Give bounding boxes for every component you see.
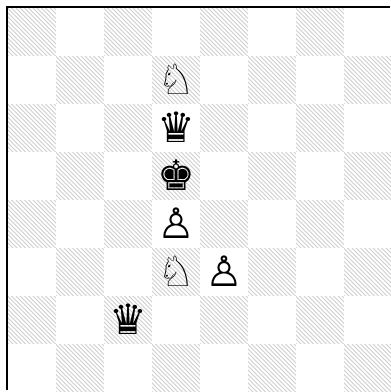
white-pawn-piece[interactable]: ♙ [200, 248, 248, 296]
square-c7[interactable] [104, 56, 152, 104]
square-a4[interactable] [8, 200, 56, 248]
square-b5[interactable] [56, 152, 104, 200]
black-queen-piece[interactable]: ♛ [152, 104, 200, 152]
square-c4[interactable] [104, 200, 152, 248]
black-king-piece[interactable]: ♚ [152, 152, 200, 200]
square-d6[interactable]: ♛ [152, 104, 200, 152]
square-f8[interactable] [248, 8, 296, 56]
square-c8[interactable] [104, 8, 152, 56]
square-f6[interactable] [248, 104, 296, 152]
square-g1[interactable] [296, 344, 344, 392]
square-b2[interactable] [56, 296, 104, 344]
square-g3[interactable] [296, 248, 344, 296]
square-g6[interactable] [296, 104, 344, 152]
square-d3[interactable]: ♘ [152, 248, 200, 296]
square-b4[interactable] [56, 200, 104, 248]
square-f5[interactable] [248, 152, 296, 200]
square-d4[interactable]: ♙ [152, 200, 200, 248]
square-d8[interactable] [152, 8, 200, 56]
square-e3[interactable]: ♙ [200, 248, 248, 296]
white-pawn-piece[interactable]: ♙ [152, 200, 200, 248]
square-g5[interactable] [296, 152, 344, 200]
square-c6[interactable] [104, 104, 152, 152]
square-a1[interactable] [8, 344, 56, 392]
square-c5[interactable] [104, 152, 152, 200]
square-a8[interactable] [8, 8, 56, 56]
square-c2[interactable]: ♛ [104, 296, 152, 344]
square-h3[interactable] [344, 248, 391, 296]
square-h6[interactable] [344, 104, 391, 152]
square-b6[interactable] [56, 104, 104, 152]
black-queen-piece[interactable]: ♛ [104, 296, 152, 344]
square-a2[interactable] [8, 296, 56, 344]
square-g4[interactable] [296, 200, 344, 248]
square-c1[interactable] [104, 344, 152, 392]
square-g2[interactable] [296, 296, 344, 344]
square-a5[interactable] [8, 152, 56, 200]
square-d7[interactable]: ♘ [152, 56, 200, 104]
square-e2[interactable] [200, 296, 248, 344]
square-g8[interactable] [296, 8, 344, 56]
square-f1[interactable] [248, 344, 296, 392]
square-f4[interactable] [248, 200, 296, 248]
square-b3[interactable] [56, 248, 104, 296]
square-b8[interactable] [56, 8, 104, 56]
white-knight-piece[interactable]: ♘ [152, 248, 200, 296]
square-g7[interactable] [296, 56, 344, 104]
square-h8[interactable] [344, 8, 391, 56]
square-a7[interactable] [8, 56, 56, 104]
square-f7[interactable] [248, 56, 296, 104]
square-c3[interactable] [104, 248, 152, 296]
square-h1[interactable] [344, 344, 391, 392]
square-e4[interactable] [200, 200, 248, 248]
square-h4[interactable] [344, 200, 391, 248]
square-e1[interactable] [200, 344, 248, 392]
square-a3[interactable] [8, 248, 56, 296]
square-a6[interactable] [8, 104, 56, 152]
square-e7[interactable] [200, 56, 248, 104]
square-b7[interactable] [56, 56, 104, 104]
square-e5[interactable] [200, 152, 248, 200]
square-d1[interactable] [152, 344, 200, 392]
square-e6[interactable] [200, 104, 248, 152]
square-f2[interactable] [248, 296, 296, 344]
square-f3[interactable] [248, 248, 296, 296]
square-h5[interactable] [344, 152, 391, 200]
square-b1[interactable] [56, 344, 104, 392]
square-d2[interactable] [152, 296, 200, 344]
chess-board: ♘♛♚♙♘♙♛ [6, 6, 390, 390]
square-e8[interactable] [200, 8, 248, 56]
square-h7[interactable] [344, 56, 391, 104]
square-h2[interactable] [344, 296, 391, 344]
square-d5[interactable]: ♚ [152, 152, 200, 200]
white-knight-piece[interactable]: ♘ [152, 56, 200, 104]
